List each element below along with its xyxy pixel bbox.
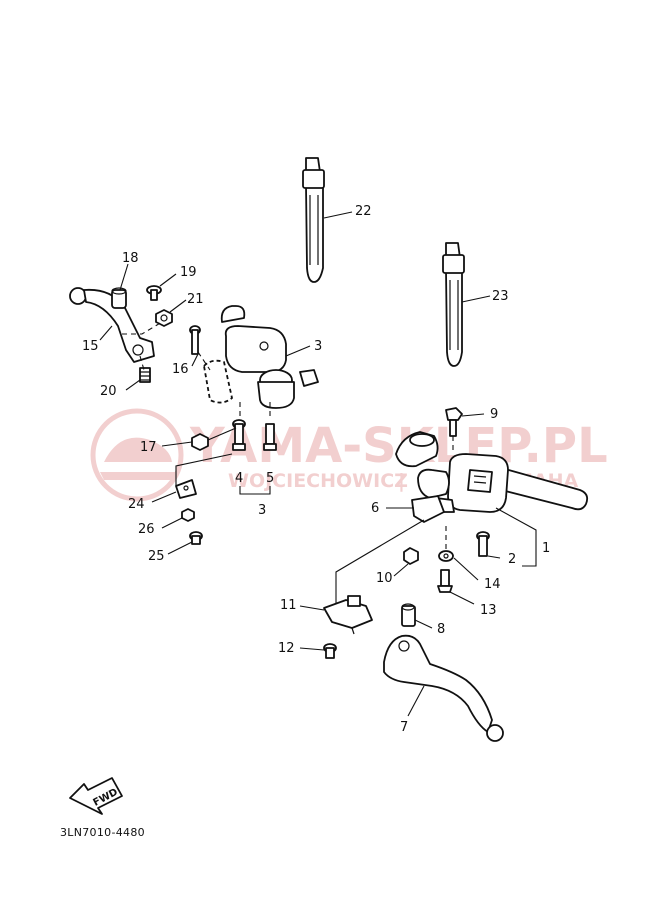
watermark-logo-icon	[90, 408, 184, 502]
callout-22: 22	[355, 204, 372, 219]
bolt-19	[146, 285, 162, 301]
fwd-arrow: FWD	[69, 777, 123, 815]
callout-7: 7	[400, 720, 408, 735]
callout-12: 12	[278, 641, 295, 656]
master-cylinder-1	[395, 431, 509, 513]
cable-tie-23	[442, 242, 465, 367]
clutch-holder-3	[203, 305, 319, 409]
callout-20: 20	[100, 384, 117, 399]
callout-19: 19	[180, 265, 197, 280]
nut-26	[181, 508, 195, 522]
callout-14: 14	[484, 577, 501, 592]
switch-6	[411, 495, 445, 523]
callout-1: 1	[542, 541, 550, 556]
assembly-line-17	[207, 427, 237, 441]
callout-6: 6	[371, 501, 379, 516]
clutch-lever-15	[69, 287, 155, 363]
callout-10: 10	[376, 571, 393, 586]
bolt-2	[476, 531, 490, 557]
screw-12	[323, 643, 337, 659]
adjuster-18	[111, 287, 127, 309]
nut-17	[191, 433, 209, 451]
nut-21	[155, 309, 173, 327]
bracket-group-3	[239, 486, 271, 495]
assembly-line-16	[197, 351, 211, 371]
assembly-line-15-20	[139, 355, 145, 371]
callout-9: 9	[490, 407, 498, 422]
bracket-24	[175, 479, 197, 499]
callout-17: 17	[140, 440, 157, 455]
assembly-line-24	[175, 453, 233, 486]
callout-13: 13	[480, 603, 497, 618]
bolt-4	[232, 419, 246, 451]
assembly-line-11	[335, 519, 425, 604]
callout-21: 21	[187, 292, 204, 307]
callout-8: 8	[437, 622, 445, 637]
screw-25	[189, 531, 203, 545]
callout-23: 23	[492, 289, 509, 304]
callout-25: 25	[148, 549, 165, 564]
nut-10	[403, 547, 419, 565]
callout-24: 24	[128, 497, 145, 512]
bolt-5	[263, 423, 277, 451]
callout-11: 11	[280, 598, 297, 613]
callout-3-bottom: 3	[258, 503, 266, 518]
callout-2: 2	[508, 552, 516, 567]
callout-5: 5	[266, 471, 274, 486]
diagram-code: 3LN7010-4480	[60, 826, 145, 839]
leader-lines	[99, 211, 501, 717]
spring-20	[139, 367, 151, 383]
callout-26: 26	[138, 522, 155, 537]
switch-11	[323, 595, 373, 635]
brake-lever-7	[383, 634, 504, 742]
bracket-group-1	[495, 507, 537, 567]
watermark-subtitle-sep: |	[398, 470, 405, 492]
bolt-16	[189, 325, 201, 355]
watermark-title: YAMA-SKLEP.PL	[189, 418, 608, 474]
callouts: 1 2 3 3 4 5 6 7 8 9 10 11 12 13 14 15 16…	[82, 204, 550, 735]
callout-16: 16	[172, 362, 189, 377]
callout-3-top: 3	[314, 339, 322, 354]
watermark-subtitle-left: WOJCIECHOWICZ	[228, 470, 408, 492]
assembly-line-15-21	[122, 321, 163, 335]
collar-8	[401, 603, 416, 627]
callout-18: 18	[122, 251, 139, 266]
callout-15: 15	[82, 339, 99, 354]
bolt-13	[437, 569, 453, 593]
cable-tie-22	[302, 157, 325, 283]
washer-14	[438, 550, 454, 562]
callout-4: 4	[235, 471, 243, 486]
